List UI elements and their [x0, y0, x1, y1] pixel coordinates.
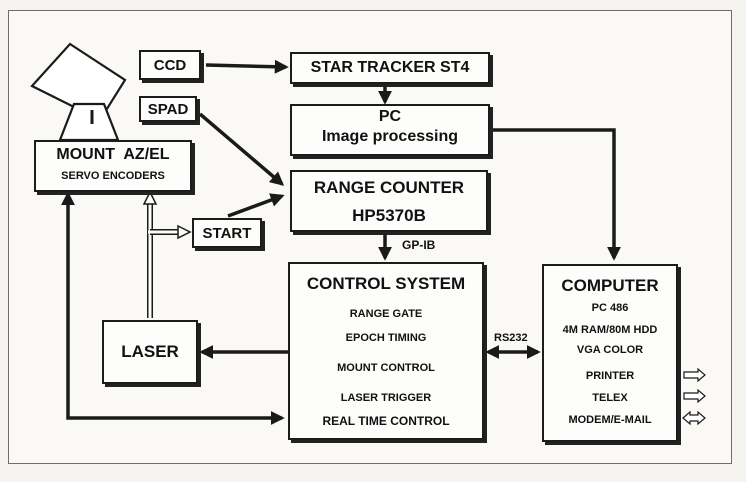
range-gate-label: RANGE GATE: [349, 308, 423, 320]
range-counter-box: RANGE COUNTER HP5370B: [290, 170, 488, 232]
telex-port-arrow: [683, 388, 706, 404]
mount-box: MOUNT AZ/EL SERVO ENCODERS: [34, 140, 192, 192]
arrow-ccd-to-star-tracker: [205, 59, 289, 74]
star-tracker-box: STAR TRACKER ST4: [290, 52, 490, 84]
laser-trigger-label: LASER TRIGGER: [340, 392, 432, 404]
printer-label: PRINTER: [585, 370, 635, 382]
spad-box: SPAD: [139, 96, 197, 122]
arrow-pc-to-computer: [492, 128, 621, 261]
spad-label: SPAD: [147, 101, 189, 118]
printer-port-arrow: [683, 367, 706, 383]
image-processing-label: Image processing: [321, 128, 459, 145]
computer-title: COMPUTER: [561, 276, 659, 295]
ram-hdd-label: 4M RAM/80M HDD: [562, 324, 658, 336]
start-box: START: [192, 218, 262, 248]
ccd-box: CCD: [139, 50, 201, 80]
mount-title: MOUNT AZ/EL: [56, 146, 170, 163]
computer-box: COMPUTER PC 486 4M RAM/80M HDD VGA COLOR…: [542, 264, 678, 442]
pc-label: PC: [378, 108, 402, 125]
range-counter-label: RANGE COUNTER: [313, 178, 465, 197]
vga-color-label: VGA COLOR: [576, 344, 644, 356]
telescope-icon: [30, 42, 127, 142]
gpib-label: GP-IB: [402, 238, 436, 252]
real-time-control-label: REAL TIME CONTROL: [322, 414, 450, 428]
hp5370b-label: HP5370B: [352, 206, 426, 225]
ccd-label: CCD: [153, 57, 187, 74]
rs232-label: RS232: [494, 332, 528, 344]
arrow-start-to-range-counter: [227, 193, 285, 218]
modem-port-arrow: [682, 410, 706, 426]
arrow-mount-to-control: [61, 191, 285, 425]
telex-label: TELEX: [592, 392, 628, 404]
pc486-label: PC 486: [591, 302, 629, 314]
servo-encoders-label: SERVO ENCODERS: [61, 170, 165, 182]
modem-email-label: MODEM/E-MAIL: [568, 414, 652, 426]
mount-control-label: MOUNT CONTROL: [337, 362, 435, 374]
laser-label: LASER: [121, 342, 179, 361]
start-label: START: [202, 225, 252, 242]
control-system-box: CONTROL SYSTEM RANGE GATE EPOCH TIMING M…: [288, 262, 484, 440]
star-tracker-label: STAR TRACKER ST4: [310, 59, 470, 76]
arrow-spad-to-range-counter: [198, 112, 285, 186]
pc-image-processing-box: PC Image processing: [290, 104, 490, 156]
control-system-title: CONTROL SYSTEM: [306, 274, 466, 293]
laser-box: LASER: [102, 320, 198, 384]
epoch-timing-label: EPOCH TIMING: [345, 332, 427, 344]
